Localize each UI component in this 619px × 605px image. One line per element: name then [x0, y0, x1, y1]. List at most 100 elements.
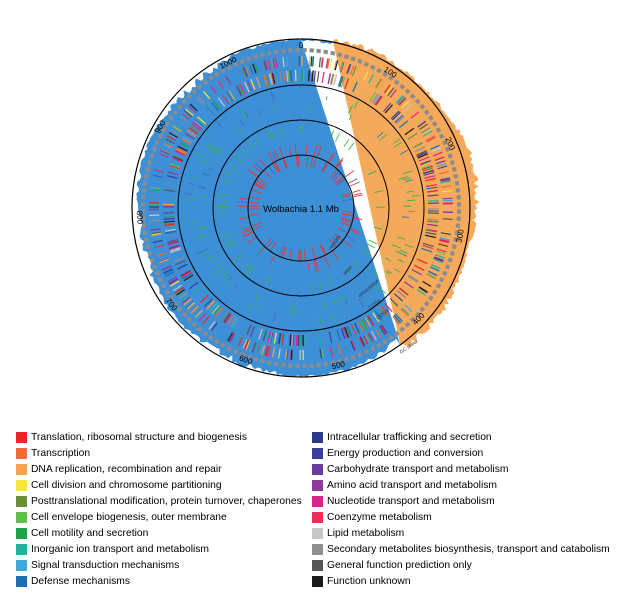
cog-minus-gene [196, 116, 206, 126]
cog-minus-gene [291, 334, 293, 346]
cog-minus-gene [223, 312, 231, 323]
repeat-mark [242, 231, 253, 237]
cog-minus-gene [237, 85, 244, 96]
cog-plus-gene [162, 143, 173, 150]
cog-plus-gene [367, 333, 373, 343]
cog-plus-gene [442, 190, 453, 193]
cog-minus-gene [279, 71, 283, 83]
cog-minus-gene [282, 71, 286, 83]
repeat-mark [306, 156, 309, 167]
repeat-mark [313, 260, 317, 272]
cog-plus-gene [417, 120, 427, 128]
cog-minus-gene [230, 316, 237, 328]
repeat-mark [352, 189, 361, 193]
rearrangement-mark [218, 193, 228, 196]
trna-mark [393, 138, 401, 144]
trna-mark [198, 227, 204, 230]
rearrangement-mark [228, 164, 237, 171]
cog-minus-gene [239, 83, 246, 95]
cog-minus-gene [424, 175, 436, 179]
cog-plus-gene [151, 231, 162, 235]
backbone-segment [350, 354, 356, 360]
cog-plus-gene [440, 232, 451, 235]
cog-minus-gene [415, 260, 427, 267]
cog-plus-gene [358, 337, 365, 347]
cog-plus-gene [179, 115, 189, 123]
cog-minus-gene [272, 72, 277, 84]
cog-minus-gene [426, 228, 438, 232]
legend-label: Intracellular trafficking and secretion [327, 432, 492, 443]
trna-mark [343, 296, 347, 301]
trna-mark [213, 268, 223, 276]
cog-plus-gene [170, 280, 180, 287]
repeat-mark [331, 171, 340, 180]
backbone-segment [453, 237, 459, 243]
cog-plus-gene [175, 287, 185, 295]
trna-mark [228, 275, 233, 281]
cog-plus-gene [433, 257, 444, 263]
trna-mark [372, 270, 379, 276]
rearrangement-mark [221, 232, 231, 237]
backbone-segment [149, 153, 155, 159]
cog-minus-gene [426, 186, 438, 190]
cog-minus-gene [416, 150, 427, 156]
repeat-mark [319, 245, 326, 255]
backbone-segment [337, 358, 343, 364]
cog-plus-gene [210, 85, 217, 95]
repeat-mark [303, 249, 306, 260]
backbone-segment [369, 346, 376, 352]
backbone-segment [252, 54, 259, 60]
cog-minus-gene [172, 155, 184, 162]
cog-plus-gene [183, 110, 193, 118]
cog-minus-gene [182, 136, 193, 143]
legend-swatch [312, 448, 323, 459]
cog-minus-gene [327, 73, 332, 85]
trna-mark [332, 300, 336, 305]
backbone-segment [181, 98, 188, 105]
cog-plus-gene [164, 271, 175, 277]
cog-plus-gene [349, 65, 355, 76]
cog-plus-gene [439, 238, 450, 243]
cog-minus-gene [292, 334, 295, 346]
gc-skew-negative [136, 39, 401, 377]
cog-minus-gene [404, 127, 415, 136]
repeat-mark [346, 235, 356, 242]
cog-minus-gene [389, 297, 399, 307]
repeat-mark [298, 249, 300, 260]
backbone-segment [202, 330, 209, 337]
cog-minus-gene [287, 70, 290, 82]
cog-plus-gene [426, 136, 436, 143]
trna-mark [401, 216, 410, 218]
trna-mark [320, 318, 323, 324]
backbone-segment [214, 338, 220, 345]
trna-mark [344, 300, 348, 305]
legend-swatch [16, 560, 27, 571]
rearrangement-mark [362, 249, 371, 256]
cog-minus-gene [372, 94, 381, 105]
repeat-mark [320, 244, 327, 254]
cog-plus-gene [249, 64, 254, 75]
cog-plus-gene [197, 95, 206, 105]
backbone-segment [226, 346, 233, 352]
cog-plus-gene [237, 337, 244, 347]
cog-plus-gene [245, 340, 251, 350]
rearrangement-mark [374, 190, 384, 193]
cog-plus-gene [286, 56, 289, 67]
cog-minus-gene [285, 334, 289, 346]
backbone-segment [186, 316, 193, 323]
repeat-mark [270, 241, 277, 251]
backbone-segment [343, 54, 350, 60]
trna-mark [411, 194, 421, 197]
cog-plus-gene [437, 165, 448, 170]
backbone-segment [246, 354, 252, 360]
backbone-segment [442, 270, 448, 277]
cog-minus-gene [383, 102, 392, 112]
cog-minus-gene [318, 333, 322, 345]
legend-swatch [312, 464, 323, 475]
backbone-segment [176, 103, 183, 110]
cog-plus-gene [274, 58, 278, 69]
cog-minus-gene [425, 229, 438, 233]
backbone-segment [151, 146, 158, 152]
inner-ring [247, 154, 355, 262]
repeat-mark [254, 183, 264, 190]
